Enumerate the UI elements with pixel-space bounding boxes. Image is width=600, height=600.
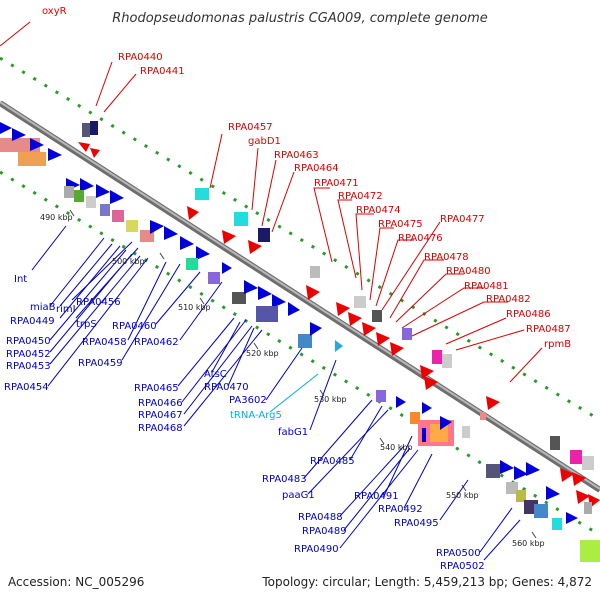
cyan-gene-labels: tRNA-Arg5 [230,410,282,421]
gene-label[interactable]: RPA0502 [440,561,485,572]
gene-label[interactable]: RPA0450 [6,336,51,347]
gene-label[interactable]: RPA0487 [526,324,571,335]
gene-label[interactable]: RPA0463 [274,150,319,161]
gene-label[interactable]: rimI [56,304,76,315]
gene-label[interactable]: RPA0475 [378,219,423,230]
gene-label[interactable]: RPA0482 [486,294,531,305]
gene-label[interactable]: RPA0452 [6,349,51,360]
gene-label[interactable]: RPA0485 [310,456,355,467]
gene-label[interactable]: RPA0459 [78,358,123,369]
gene-label[interactable]: RPA0492 [378,504,423,515]
gene-label[interactable]: RPA0441 [140,66,185,77]
gene-label[interactable]: RPA0470 [204,382,249,393]
tick-marks [69,209,537,539]
gene-label[interactable]: RPA0472 [338,191,383,202]
topology-text: Topology: circular; Length: 5,459,213 bp… [261,575,592,589]
tick-label: 560 kbp [512,539,545,548]
tick-label: 550 kbp [446,491,479,500]
gene-label[interactable]: RPA0478 [424,252,469,263]
gene-label[interactable]: miaB [30,302,56,313]
gene-label[interactable]: paaG1 [282,490,315,501]
gene-label[interactable]: RPA0483 [262,474,307,485]
gene-label[interactable]: RPA0495 [394,518,439,529]
red-gene-labels: oxyR RPA0440 RPA0441 RPA0457 gabD1 RPA04… [42,6,571,350]
tick-label: 510 kbp [178,303,211,312]
tick-labels: 490 kbp 500 kbp 510 kbp 520 kbp 530 kbp … [40,213,545,548]
gene-label[interactable]: RPA0462 [134,337,179,348]
gene-label[interactable]: RPA0440 [118,52,163,63]
gene-label[interactable]: RPA0486 [506,309,551,320]
accession-text: Accession: NC_005296 [8,575,144,589]
gene-label[interactable]: Int [14,274,27,285]
gene-label[interactable]: RPA0477 [440,214,485,225]
gene-label[interactable]: RPA0481 [464,281,509,292]
gene-label[interactable]: RPA0464 [294,163,339,174]
gene-label[interactable]: RPA0467 [138,410,183,421]
gene-label[interactable]: RPA0466 [138,398,183,409]
gene-label[interactable]: gabD1 [248,136,281,147]
gene-label[interactable]: AtsC [204,369,227,380]
gene-label[interactable]: rpmB [544,339,571,350]
gene-label[interactable]: trpS [76,319,97,330]
gene-label[interactable]: RPA0474 [356,205,401,216]
map-title: Rhodopseudomonas palustris CGA009, compl… [112,11,488,26]
gene-label[interactable]: RPA0471 [314,178,359,189]
tick-label: 500 kbp [112,257,145,266]
gene-label[interactable]: oxyR [42,6,67,17]
gene-label[interactable]: RPA0453 [6,361,51,372]
gene-label[interactable]: RPA0456 [76,297,121,308]
label-leader-lines [0,21,543,561]
tick-label: 520 kbp [246,349,279,358]
gene-label[interactable]: RPA0488 [298,512,343,523]
gene-label[interactable]: RPA0449 [10,316,55,327]
gene-label[interactable]: RPA0457 [228,122,273,133]
gene-label[interactable]: RPA0491 [354,491,399,502]
backbone [0,100,600,493]
gene-label[interactable]: RPA0465 [134,383,179,394]
gene-label[interactable]: RPA0468 [138,423,183,434]
blue-gene-labels: Int miaB rimI RPA0456 RPA0449 trpS RPA04… [4,274,485,572]
gene-label[interactable]: RPA0476 [398,233,443,244]
gene-label[interactable]: tRNA-Arg5 [230,410,282,421]
gene-label[interactable]: fabG1 [278,427,308,438]
gene-features [0,121,600,562]
gene-label[interactable]: RPA0489 [302,526,347,537]
gene-label[interactable]: RPA0490 [294,544,339,555]
gene-label[interactable]: PA3602 [229,395,267,406]
gene-label[interactable]: RPA0460 [112,321,157,332]
tick-label: 490 kbp [40,213,73,222]
tick-label: 530 kbp [314,395,347,404]
gene-label[interactable]: RPA0458 [82,337,127,348]
gene-label[interactable]: RPA0454 [4,382,49,393]
tick-label: 540 kbp [380,443,413,452]
gene-label[interactable]: RPA0480 [446,266,491,277]
gene-label[interactable]: RPA0500 [436,548,481,559]
